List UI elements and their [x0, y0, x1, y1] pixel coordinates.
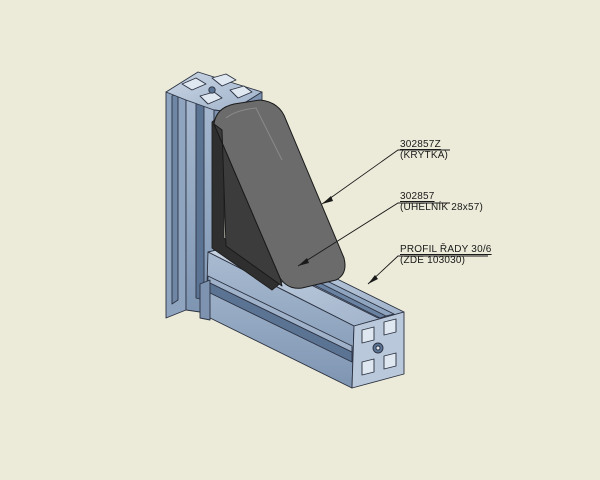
leader-line-3 [367, 255, 488, 285]
callout-profile-description: (ZDE 103030) [400, 255, 466, 266]
leader-arrow-3 [368, 275, 378, 284]
leader-line-1 [321, 149, 450, 205]
leader-arrow-2 [298, 258, 309, 266]
leader-lines [297, 149, 488, 285]
callout-cover-part-number: 302857Z [400, 139, 441, 150]
callout-bracket-description: (ÚHELNÍK 28x57) [400, 202, 484, 213]
callout-profile-part-number: PROFIL ŘADY 30/6 [400, 244, 492, 255]
leader-line-2 [297, 202, 450, 267]
leader-arrow-1 [322, 196, 333, 204]
callout-bracket-part-number: 302857 [400, 191, 435, 202]
callout-profile: PROFIL ŘADY 30/6 (ZDE 103030) [400, 244, 492, 266]
callout-cover: 302857Z (KRYTKA) [400, 139, 448, 161]
callout-bracket: 302857 (ÚHELNÍK 28x57) [400, 191, 483, 213]
callout-cover-description: (KRYTKA) [400, 150, 449, 161]
bracket-cover [213, 99, 346, 289]
